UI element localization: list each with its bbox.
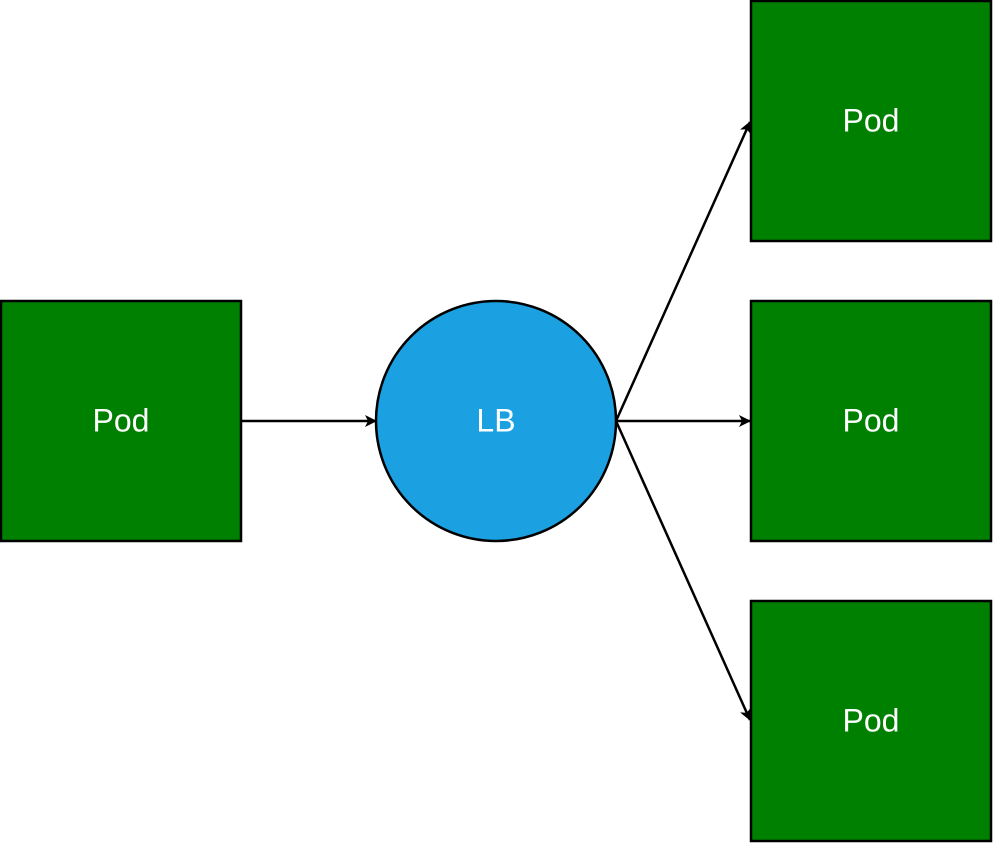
target-pod-top-node: Pod [749,0,993,243]
load-balancer-circle [374,299,618,543]
source-pod-node: Pod [0,299,243,543]
load-balancer-label: LB [476,402,515,438]
target-pod-bottom-node: Pod [749,599,993,843]
edge-lb-to-pod-top [614,121,752,422]
source-pod-label: Pod [93,402,150,438]
target-pod-bottom-label: Pod [843,702,900,738]
edge-lb-to-pod-bottom [614,420,752,721]
target-pod-middle-box [749,299,993,543]
load-balancer-node: LB [374,299,618,543]
target-pod-middle-label: Pod [843,402,900,438]
target-pod-bottom-box [749,599,993,843]
target-pod-top-box [749,0,993,243]
target-pod-middle-node: Pod [749,299,993,543]
source-pod-box [0,299,243,543]
target-pod-top-label: Pod [843,102,900,138]
